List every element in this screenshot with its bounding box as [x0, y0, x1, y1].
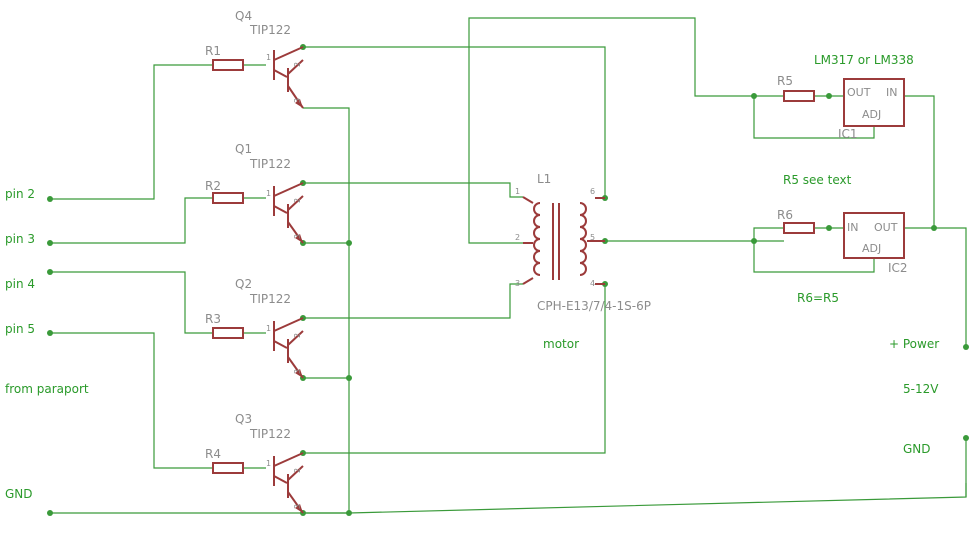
pin5-terminal[interactable]	[47, 330, 53, 336]
q1-name: Q1	[235, 142, 252, 156]
svg-text:1: 1	[266, 53, 271, 62]
motor-label: motor	[543, 337, 579, 351]
q2-name: Q2	[235, 277, 252, 291]
motor-pin-numbers: 1 2 3 4 5 6	[515, 187, 595, 288]
gnd-terminal[interactable]	[47, 510, 53, 516]
junction	[826, 225, 832, 231]
power-gnd-label: GND	[903, 442, 931, 456]
svg-text:3: 3	[293, 504, 302, 509]
ic1-in: IN	[886, 86, 897, 99]
regulator-ic1[interactable]	[843, 78, 905, 127]
junction	[346, 375, 352, 381]
ic1-adj: ADJ	[862, 108, 881, 121]
q3-name: Q3	[235, 412, 252, 426]
svg-text:1: 1	[266, 189, 271, 198]
junction	[751, 93, 757, 99]
svg-text:5: 5	[590, 233, 595, 242]
resistor-r5[interactable]	[783, 90, 815, 102]
motor-name: L1	[537, 172, 551, 186]
svg-text:2: 2	[515, 233, 520, 242]
pin5-label: pin 5	[5, 322, 35, 336]
resistor-r1[interactable]	[212, 59, 244, 71]
svg-text:6: 6	[590, 187, 595, 196]
q1-value: TIP122	[249, 157, 291, 171]
transistor-q2[interactable]	[273, 317, 304, 379]
transistor-pin-numbers: 1 2 3 1 2 3 1 2 3 1 2 3	[266, 53, 302, 509]
pin4-terminal[interactable]	[47, 269, 53, 275]
q4-name: Q4	[235, 9, 252, 23]
svg-text:2: 2	[293, 333, 302, 338]
resistor-r6[interactable]	[783, 222, 815, 234]
regulator-ic2[interactable]	[843, 212, 905, 259]
q2-value: TIP122	[249, 292, 291, 306]
svg-text:1: 1	[515, 187, 520, 196]
pin4-label: pin 4	[5, 277, 35, 291]
junction	[931, 225, 937, 231]
r5-label: R5	[777, 74, 793, 88]
resistor-r2[interactable]	[212, 192, 244, 204]
svg-text:2: 2	[293, 198, 302, 203]
r1-label: R1	[205, 44, 221, 58]
svg-text:1: 1	[266, 324, 271, 333]
svg-text:4: 4	[590, 279, 595, 288]
svg-text:2: 2	[293, 62, 302, 67]
transistor-q1[interactable]	[273, 182, 304, 244]
junction	[346, 510, 352, 516]
pin3-label: pin 3	[5, 232, 35, 246]
r6-label: R6	[777, 208, 793, 222]
junction	[826, 93, 832, 99]
q4-value: TIP122	[249, 23, 291, 37]
resistor-r3[interactable]	[212, 327, 244, 339]
ic2-name: IC2	[888, 261, 908, 275]
svg-text:1: 1	[266, 459, 271, 468]
svg-text:3: 3	[515, 279, 520, 288]
gnd-label: GND	[5, 487, 33, 501]
ic1-out: OUT	[847, 86, 871, 99]
pin3-terminal[interactable]	[47, 240, 53, 246]
motor-l1[interactable]	[522, 196, 605, 285]
ic2-out: OUT	[874, 221, 898, 234]
q3-value: TIP122	[249, 427, 291, 441]
from-paraport-label: from paraport	[5, 382, 89, 396]
svg-text:3: 3	[293, 234, 302, 239]
transistor-q3[interactable]	[273, 452, 304, 514]
ic1-name: IC1	[838, 127, 858, 141]
r4-label: R4	[205, 447, 221, 461]
voltage-label: 5-12V	[903, 382, 939, 396]
svg-text:2: 2	[293, 468, 302, 473]
junction	[751, 238, 757, 244]
r3-label: R3	[205, 312, 221, 326]
junction	[346, 240, 352, 246]
resistor-r4[interactable]	[212, 462, 244, 474]
pin2-terminal[interactable]	[47, 196, 53, 202]
motor-part: CPH-E13/7/4-1S-6P	[537, 299, 651, 313]
ic2-in: IN	[847, 221, 858, 234]
r6-note: R6=R5	[797, 291, 839, 305]
svg-text:3: 3	[293, 369, 302, 374]
plus-power-terminal[interactable]	[963, 344, 969, 350]
ic2-adj: ADJ	[862, 242, 881, 255]
pin2-label: pin 2	[5, 187, 35, 201]
r2-label: R2	[205, 179, 221, 193]
transistor-q4[interactable]	[273, 46, 304, 109]
plus-power-label: + Power	[889, 337, 939, 351]
ic1-title: LM317 or LM338	[814, 53, 914, 67]
wires	[50, 17, 967, 514]
r5-note: R5 see text	[783, 173, 852, 187]
svg-text:3: 3	[293, 98, 302, 103]
